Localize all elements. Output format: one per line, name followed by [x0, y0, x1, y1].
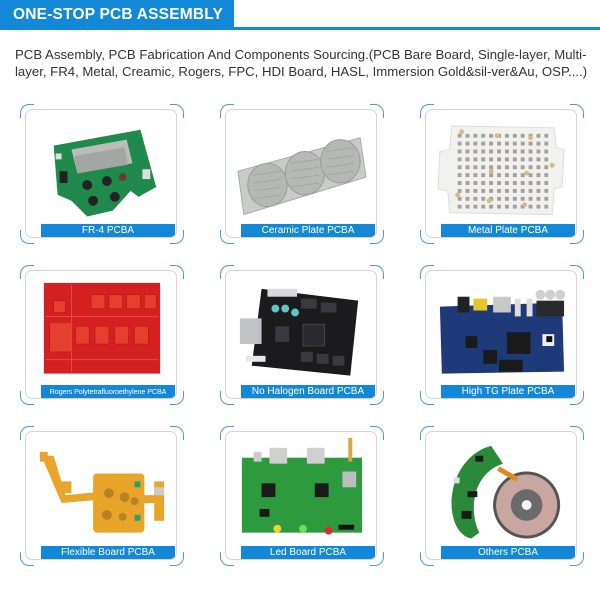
corner-bracket — [570, 265, 584, 279]
corner-bracket — [570, 391, 584, 405]
corner-bracket — [570, 104, 584, 118]
card-frame: Others PCBA — [425, 431, 577, 560]
product-card-flexible[interactable]: Flexible Board PCBA — [20, 426, 184, 566]
product-label: No Halogen Board PCBA — [241, 385, 375, 398]
ceramic-plate-image — [237, 137, 367, 216]
corner-bracket — [420, 426, 434, 440]
metal-plate-image — [437, 125, 565, 216]
product-card-led[interactable]: Led Board PCBA — [220, 426, 384, 566]
corner-bracket — [420, 230, 434, 244]
corner-bracket — [220, 391, 234, 405]
corner-bracket — [420, 391, 434, 405]
corner-bracket — [170, 265, 184, 279]
card-frame: No Halogen Board PCBA — [225, 270, 377, 399]
no-halogen-board-image — [239, 288, 359, 376]
corner-bracket — [20, 230, 34, 244]
intro-description: PCB Assembly, PCB Fabrication And Compon… — [15, 47, 588, 79]
header-underline — [0, 27, 600, 30]
corner-bracket — [570, 426, 584, 440]
section-header: ONE-STOP PCB ASSEMBLY — [0, 0, 600, 31]
product-card-metal[interactable]: Metal Plate PCBA — [420, 104, 584, 244]
card-frame: Metal Plate PCBA — [425, 109, 577, 238]
corner-bracket — [420, 265, 434, 279]
product-card-ceramic[interactable]: Ceramic Plate PCBA — [220, 104, 384, 244]
product-card-no-halogen[interactable]: No Halogen Board PCBA — [220, 265, 384, 405]
corner-bracket — [170, 104, 184, 118]
corner-bracket — [20, 265, 34, 279]
fr4-pcb-image — [53, 129, 157, 217]
corner-bracket — [170, 391, 184, 405]
card-frame: Led Board PCBA — [225, 431, 377, 560]
corner-bracket — [20, 552, 34, 566]
product-label: Flexible Board PCBA — [41, 546, 175, 559]
card-frame: FR-4 PCBA — [25, 109, 177, 238]
corner-bracket — [220, 230, 234, 244]
product-card-others[interactable]: Others PCBA — [420, 426, 584, 566]
corner-bracket — [170, 552, 184, 566]
corner-bracket — [370, 104, 384, 118]
product-card-rogers[interactable]: Rogers Polytetrafluoroethylene PCBA — [20, 265, 184, 405]
product-label: Ceramic Plate PCBA — [241, 224, 375, 237]
card-frame: High TG Plate PCBA — [425, 270, 577, 399]
rogers-pcb-image — [43, 282, 161, 374]
flexible-board-image — [39, 451, 165, 533]
card-frame: Ceramic Plate PCBA — [225, 109, 377, 238]
high-tg-board-image — [439, 289, 566, 374]
corner-bracket — [370, 391, 384, 405]
corner-bracket — [170, 230, 184, 244]
led-board-image — [241, 438, 363, 535]
product-label: Others PCBA — [441, 546, 575, 559]
corner-bracket — [220, 552, 234, 566]
product-label: High TG Plate PCBA — [441, 385, 575, 398]
corner-bracket — [20, 104, 34, 118]
corner-bracket — [420, 552, 434, 566]
card-frame: Rogers Polytetrafluoroethylene PCBA — [25, 270, 177, 399]
corner-bracket — [20, 426, 34, 440]
product-card-high-tg[interactable]: High TG Plate PCBA — [420, 265, 584, 405]
product-label: Metal Plate PCBA — [441, 224, 575, 237]
corner-bracket — [420, 104, 434, 118]
corner-bracket — [220, 426, 234, 440]
corner-bracket — [370, 265, 384, 279]
corner-bracket — [220, 265, 234, 279]
product-label: Rogers Polytetrafluoroethylene PCBA — [41, 385, 175, 398]
product-card-fr4[interactable]: FR-4 PCBA — [20, 104, 184, 244]
card-frame: Flexible Board PCBA — [25, 431, 177, 560]
corner-bracket — [370, 230, 384, 244]
product-label: Led Board PCBA — [241, 546, 375, 559]
others-wireless-charger-image — [451, 445, 561, 539]
corner-bracket — [370, 552, 384, 566]
section-title: ONE-STOP PCB ASSEMBLY — [0, 0, 234, 29]
corner-bracket — [570, 552, 584, 566]
corner-bracket — [220, 104, 234, 118]
corner-bracket — [570, 230, 584, 244]
corner-bracket — [20, 391, 34, 405]
corner-bracket — [370, 426, 384, 440]
product-label: FR-4 PCBA — [41, 224, 175, 237]
corner-bracket — [170, 426, 184, 440]
